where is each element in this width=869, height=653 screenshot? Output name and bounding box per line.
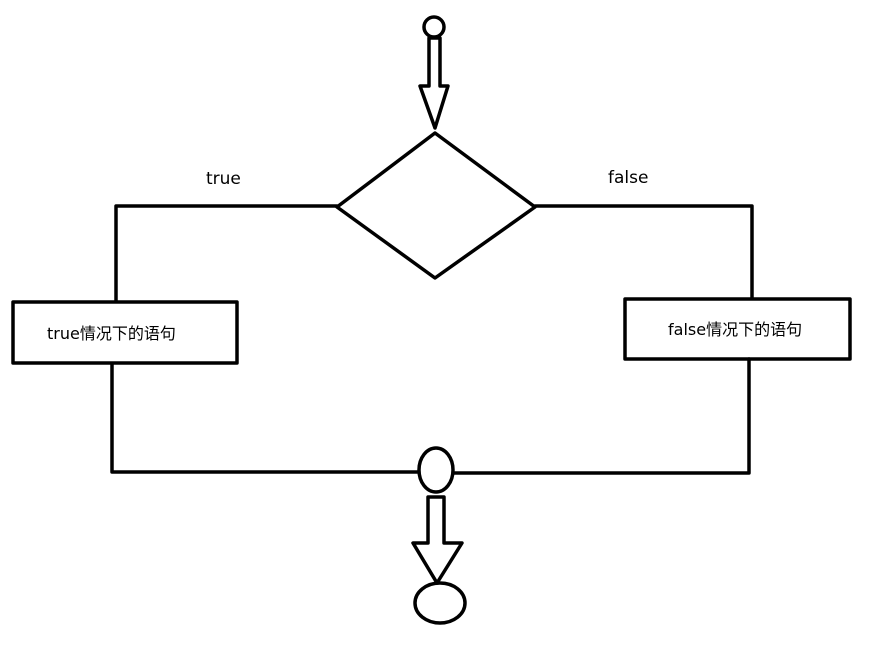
false-branch-label: false — [608, 168, 648, 188]
false-statement-label: false情况下的语句 — [668, 320, 802, 339]
merge-node — [417, 446, 455, 494]
false-statement-box — [623, 297, 852, 361]
decision-diamond — [335, 131, 537, 280]
end-node — [413, 581, 467, 625]
false-return-connector — [452, 357, 751, 475]
exit-arrow — [411, 495, 464, 585]
true-branch-connector — [114, 204, 339, 303]
true-statement-label: true情况下的语句 — [47, 324, 176, 343]
true-branch-label: true — [206, 169, 241, 189]
true-statement-box — [11, 300, 239, 365]
false-branch-connector — [533, 204, 754, 300]
entry-arrow — [418, 36, 450, 130]
true-return-connector — [110, 362, 420, 474]
